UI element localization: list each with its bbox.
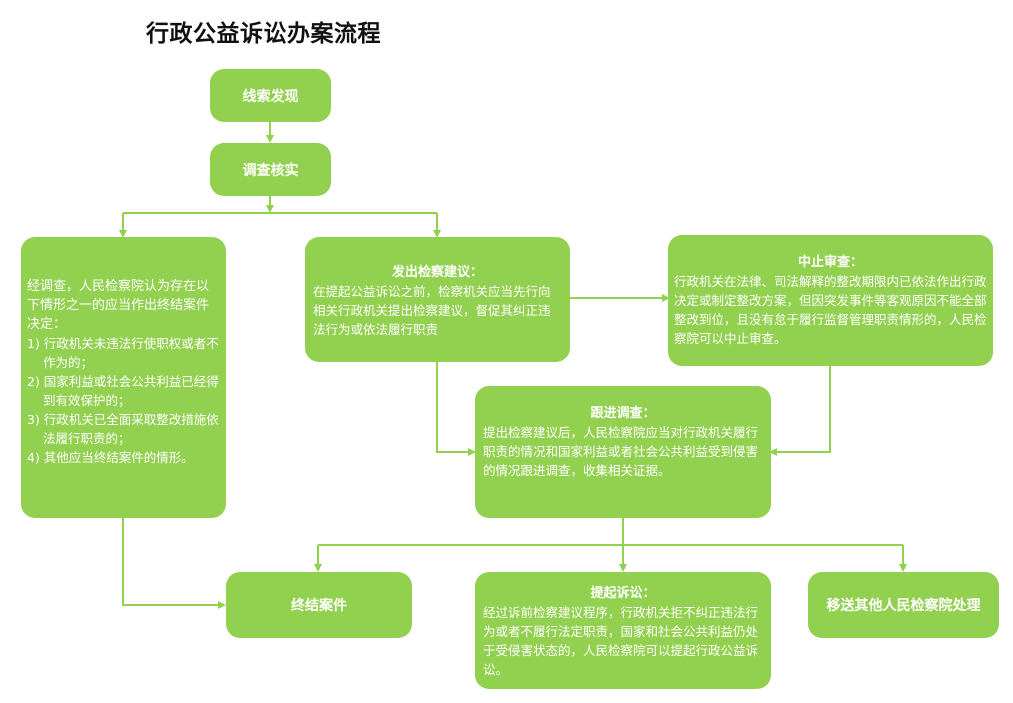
node-investigation: 调查核实	[210, 143, 331, 196]
follow-up-body: 提出检察建议后，人民检察院应当对行政机关履行职责的情况和国家利益或者社会公共利益…	[483, 425, 759, 478]
node-prosecution-proposal: 发出检察建议： 在提起公益诉讼之前，检察机关应当先行向相关行政机关提出检察建议，…	[305, 237, 570, 362]
proposal-title: 发出检察建议：	[391, 265, 483, 280]
node-suspend-review: 中止审查： 行政机关在法律、司法解释的整改期限内已依法作出行政决定或制定整改方案…	[668, 235, 993, 366]
follow-up-title: 跟进调查：	[590, 406, 656, 421]
lawsuit-title: 提起诉讼：	[590, 586, 656, 601]
node-termination-conditions: 经调查，人民检察院认为存在以下情形之一的应当作出终结案件决定： 1) 行政机关未…	[21, 237, 226, 518]
node-close-case: 终结案件	[226, 572, 412, 638]
suspend-body: 行政机关在法律、司法解释的整改期限内已依法作出行政决定或制定整改方案，但因突发事…	[674, 274, 987, 346]
termination-item-4: 4) 其他应当终结案件的情形。	[27, 450, 194, 465]
termination-item-2: 2) 国家利益或社会公共利益已经得到有效保护的；	[27, 374, 219, 408]
arrow-proposal-to-followup	[436, 362, 476, 456]
node-clue-discovery: 线索发现	[210, 69, 331, 122]
proposal-body: 在提起公益诉讼之前，检察机关应当先行向相关行政机关提出检察建议，督促其纠正违法行…	[313, 284, 551, 337]
lawsuit-body: 经过诉前检察建议程序，行政机关拒不纠正违法行为或者不履行法定职责，国家和社会公共…	[483, 605, 759, 677]
suspend-title: 中止审查：	[797, 255, 863, 270]
node-transfer: 移送其他人民检察院处理	[808, 572, 999, 638]
arrow-conditions-to-close	[122, 518, 226, 609]
termination-item-3: 3) 行政机关已全面采取整改措施依法履行职责的；	[27, 412, 219, 446]
arrow-suspend-to-followup	[769, 366, 831, 456]
termination-list: 1) 行政机关未违法行使职权或者不作为的； 2) 国家利益或社会公共利益已经得到…	[27, 334, 220, 467]
node-file-lawsuit: 提起诉讼： 经过诉前检察建议程序，行政机关拒不纠正违法行为或者不履行法定职责，国…	[475, 572, 771, 689]
termination-intro: 经调查，人民检察院认为存在以下情形之一的应当作出终结案件决定：	[27, 279, 210, 332]
page-title: 行政公益诉讼办案流程	[146, 21, 381, 47]
node-follow-up-investigation: 跟进调查： 提出检察建议后，人民检察院应当对行政机关履行职责的情况和国家利益或者…	[475, 386, 771, 518]
termination-item-1: 1) 行政机关未违法行使职权或者不作为的；	[27, 336, 219, 370]
